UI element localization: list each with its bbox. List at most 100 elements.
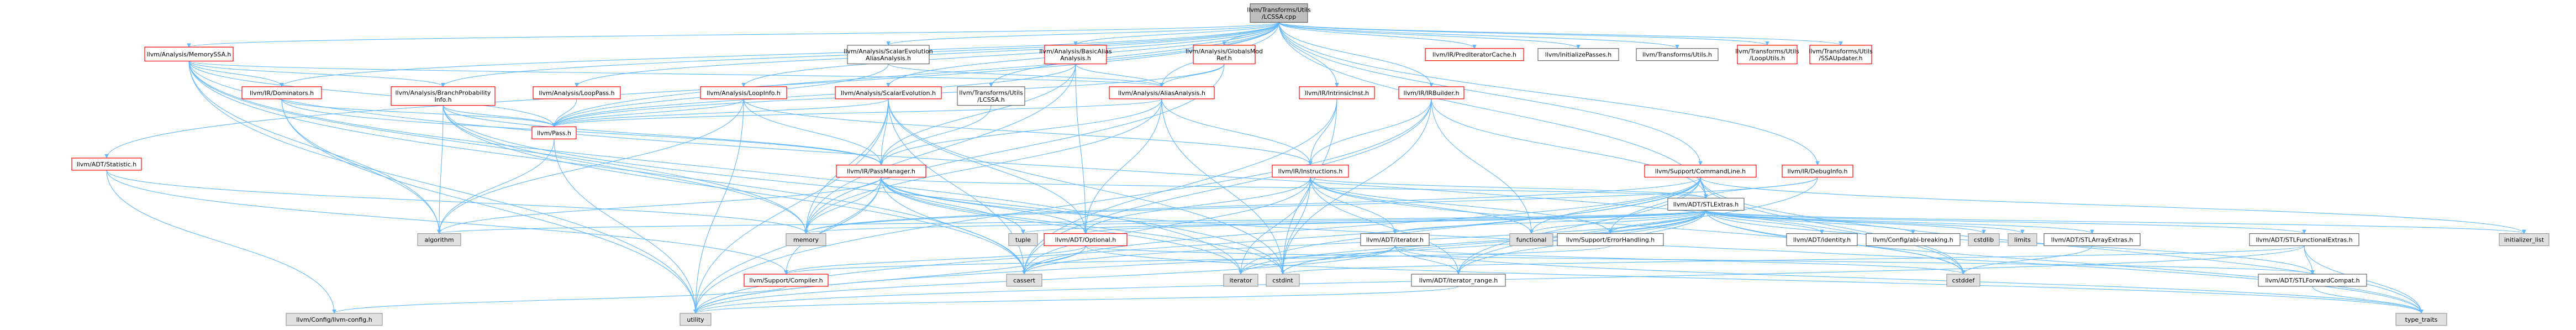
node-tlcssa[interactable]: llvm/Transforms/Utils/LCSSA.h bbox=[957, 86, 1025, 106]
node-tlcssa-label-line-1: /LCSSA.h bbox=[977, 96, 1005, 103]
node-typetraits[interactable]: type_traits bbox=[2395, 313, 2447, 326]
node-stlarray[interactable]: llvm/ADT/STLArrayExtras.h bbox=[2043, 233, 2141, 247]
edge-root-to-looputils bbox=[1278, 22, 1769, 46]
node-identity-label-line-0: llvm/ADT/identity.h bbox=[1793, 237, 1851, 244]
node-loopinfo[interactable]: llvm/Analysis/LoopInfo.h bbox=[700, 86, 787, 99]
edge-stlextras-to-utility bbox=[693, 210, 1706, 314]
edge-stlextras-to-memory bbox=[804, 209, 1706, 234]
node-intrinsic-label-line-0: llvm/IR/IntrinsicInst.h bbox=[1305, 90, 1369, 97]
edge-cmdline-to-cassert bbox=[1022, 177, 1701, 275]
node-stlextras[interactable]: llvm/ADT/STLExtras.h bbox=[1667, 197, 1745, 211]
node-intrinsic[interactable]: llvm/IR/IntrinsicInst.h bbox=[1299, 86, 1375, 99]
node-compiler[interactable]: llvm/Support/Compiler.h bbox=[744, 274, 829, 287]
node-dominators[interactable]: llvm/IR/Dominators.h bbox=[241, 86, 322, 99]
node-cstddef[interactable]: cstddef bbox=[1946, 274, 1980, 287]
edge-passmgr-to-iterator bbox=[881, 177, 1243, 275]
edge-memssa-to-dominators bbox=[188, 61, 284, 87]
node-statistic[interactable]: llvm/ADT/Statistic.h bbox=[71, 158, 142, 171]
node-iterrange[interactable]: llvm/ADT/iterator_range.h bbox=[1411, 274, 1506, 287]
node-pass[interactable]: llvm/Pass.h bbox=[531, 126, 577, 139]
node-pass-box bbox=[531, 126, 577, 139]
node-aa[interactable]: llvm/Analysis/AliasAnalysis.h bbox=[1109, 86, 1215, 99]
node-basicaa-label-line-1: Analysis.h bbox=[1060, 55, 1091, 62]
edge-stlextras-to-cstdint bbox=[1281, 210, 1706, 275]
node-tuple[interactable]: tuple bbox=[1008, 233, 1038, 247]
edge-dominators-to-utility bbox=[281, 98, 698, 314]
node-llvmconfig[interactable]: llvm/Config/llvm-config.h bbox=[286, 313, 383, 326]
node-scevaa[interactable]: llvm/Analysis/ScalarEvolutionAliasAnalys… bbox=[844, 45, 933, 65]
node-irbuilder[interactable]: llvm/IR/IRBuilder.h bbox=[1398, 86, 1465, 99]
edge-bpi-to-pass bbox=[442, 105, 556, 128]
edge-memssa-to-pass bbox=[188, 61, 556, 128]
node-debuginfo-label-line-0: llvm/IR/DebugInfo.h bbox=[1788, 168, 1848, 175]
node-llvmconfig-box bbox=[286, 313, 383, 326]
node-cstdlib[interactable]: cstdlib bbox=[1968, 233, 2000, 247]
node-initpasses[interactable]: llvm/InitializePasses.h bbox=[1537, 48, 1619, 61]
node-memory[interactable]: memory bbox=[786, 233, 826, 247]
node-tutils[interactable]: llvm/Transforms/Utils.h bbox=[1636, 48, 1719, 61]
node-debuginfo[interactable]: llvm/IR/DebugInfo.h bbox=[1782, 164, 1853, 178]
node-utility[interactable]: utility bbox=[679, 313, 712, 326]
node-scev[interactable]: llvm/Analysis/ScalarEvolution.h bbox=[835, 86, 942, 99]
edge-irbuilder-to-cstdint bbox=[1281, 98, 1432, 275]
edge-aa-to-memory bbox=[804, 98, 1162, 234]
node-cstddef-box bbox=[1946, 274, 1980, 287]
edge-root-to-pass bbox=[552, 22, 1279, 128]
edge-stlextras-to-iterator bbox=[1239, 210, 1706, 275]
node-memssa-box bbox=[144, 46, 234, 62]
node-identity[interactable]: llvm/ADT/identity.h bbox=[1786, 233, 1858, 247]
node-cassert[interactable]: cassert bbox=[1006, 274, 1042, 287]
node-limits[interactable]: limits bbox=[2008, 233, 2037, 247]
node-intrinsic-box bbox=[1299, 86, 1375, 99]
node-ssaupd-label-line-0: llvm/Transforms/Utils bbox=[1809, 48, 1873, 55]
node-algorithm[interactable]: algorithm bbox=[417, 233, 461, 247]
edge-cmdline-to-iterator bbox=[1239, 177, 1701, 275]
node-predcache[interactable]: llvm/IR/PredIteratorCache.h bbox=[1425, 48, 1524, 61]
node-identity-box bbox=[1786, 233, 1858, 247]
edge-root-to-memssa bbox=[187, 22, 1279, 48]
node-passmgr[interactable]: llvm/IR/PassManager.h bbox=[836, 164, 926, 178]
node-cstdint[interactable]: cstdint bbox=[1266, 274, 1300, 287]
node-iterator[interactable]: iterator bbox=[1223, 274, 1258, 287]
node-ssaupd-label-line-1: /SSAUpdater.h bbox=[1819, 55, 1862, 62]
node-stlfwd[interactable]: llvm/ADT/STLForwardCompat.h bbox=[2258, 274, 2367, 287]
edge-irbuilder-to-instructions bbox=[1308, 98, 1432, 166]
node-functional[interactable]: functional bbox=[1509, 233, 1553, 247]
edge-root-to-ssaupd bbox=[1278, 22, 1843, 46]
node-cmdline[interactable]: llvm/Support/CommandLine.h bbox=[1644, 164, 1757, 178]
node-looppass[interactable]: llvm/Analysis/LoopPass.h bbox=[533, 86, 621, 99]
node-stlfunc[interactable]: llvm/ADT/STLFunctionalExtras.h bbox=[2249, 233, 2359, 247]
node-tlcssa-label-line-0: llvm/Transforms/Utils bbox=[959, 90, 1023, 97]
edge-aa-to-passmgr bbox=[879, 98, 1162, 166]
edge-memssa-to-bpi bbox=[188, 61, 445, 87]
edge-root-to-dominators bbox=[280, 22, 1279, 87]
edge-intrinsic-to-instructions bbox=[1308, 98, 1337, 166]
node-instructions-label-line-0: llvm/IR/Instructions.h bbox=[1278, 168, 1343, 175]
node-initlist[interactable]: initializer_list bbox=[2499, 233, 2549, 247]
node-looputils-box bbox=[1737, 45, 1798, 65]
edge-memssa-to-iterator bbox=[188, 61, 1243, 275]
edge-scev-to-pass bbox=[552, 98, 889, 128]
node-ssaupd[interactable]: llvm/Transforms/Utils/SSAUpdater.h bbox=[1809, 45, 1873, 65]
edge-irbuilder-to-utility bbox=[693, 98, 1432, 314]
node-errhandling[interactable]: llvm/Support/ErrorHandling.h bbox=[1557, 233, 1664, 247]
edge-basicaa-to-aa bbox=[1075, 64, 1164, 87]
edge-stlfwd-to-typetraits bbox=[2312, 286, 2424, 314]
node-cstdint-box bbox=[1266, 274, 1300, 287]
node-abibreak[interactable]: llvm/Config/abi-breaking.h bbox=[1866, 233, 1961, 247]
edge-basicaa-to-passmgr bbox=[879, 64, 1076, 166]
edge-aa-to-instructions bbox=[1161, 98, 1313, 166]
node-predcache-box bbox=[1425, 48, 1524, 61]
node-stlextras-label-line-0: llvm/ADT/STLExtras.h bbox=[1673, 201, 1739, 208]
node-optional[interactable]: llvm/ADT/Optional.h bbox=[1044, 233, 1128, 247]
edge-loopinfo-to-utility bbox=[693, 98, 744, 314]
node-adtiterator[interactable]: llvm/ADT/iterator.h bbox=[1360, 233, 1430, 247]
edge-root-to-basicaa bbox=[1073, 22, 1279, 46]
node-instructions[interactable]: llvm/IR/Instructions.h bbox=[1272, 164, 1349, 178]
node-memssa[interactable]: llvm/Analysis/MemorySSA.h bbox=[144, 46, 234, 62]
edge-instructions-to-optional bbox=[1083, 177, 1311, 234]
node-looputils[interactable]: llvm/Transforms/Utils/LoopUtils.h bbox=[1735, 45, 1799, 65]
